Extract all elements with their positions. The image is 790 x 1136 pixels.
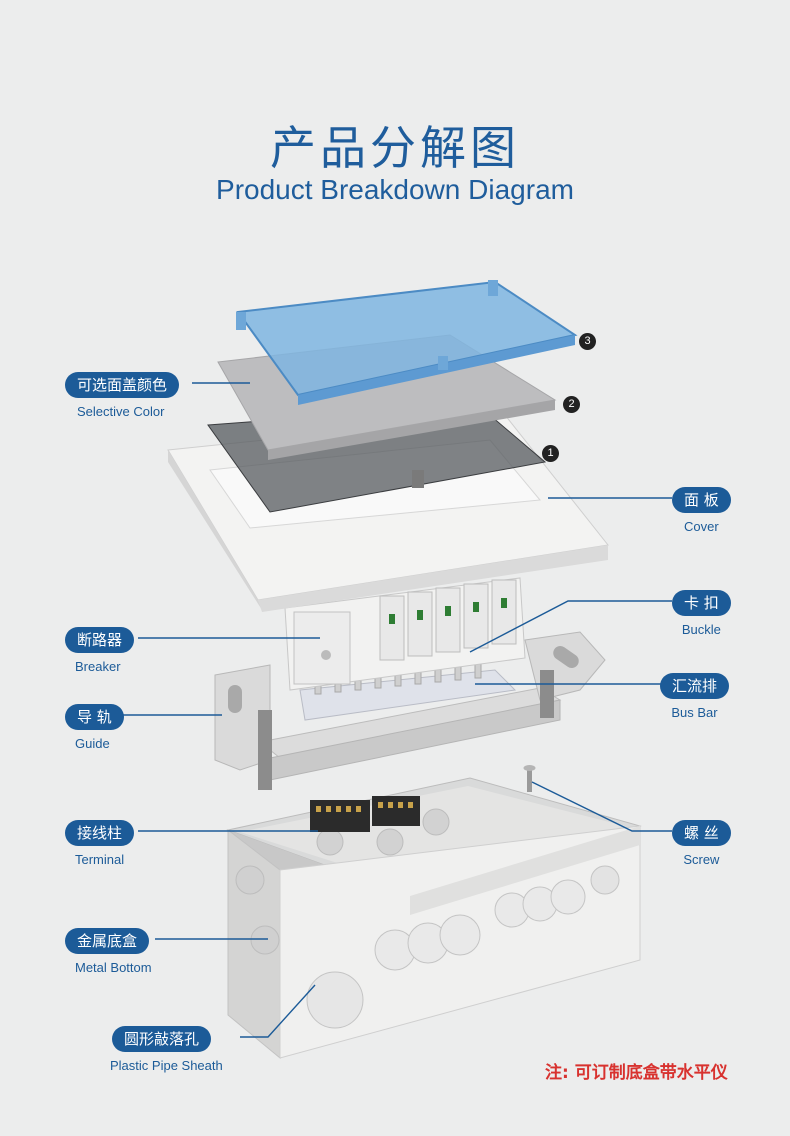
marker-1: 1 [542, 445, 559, 462]
callout-en: Terminal [75, 852, 125, 867]
callout-en: Selective Color [77, 404, 165, 419]
callout-metal-bottom: 金属底盒 Metal Bottom [65, 928, 152, 975]
callout-en: Plastic Pipe Sheath [110, 1058, 223, 1073]
metal-bottom-box [226, 777, 642, 1060]
screw-part [523, 765, 536, 792]
callout-knockout: 圆形敲落孔 Plastic Pipe Sheath [110, 1026, 223, 1073]
callout-screw: 螺 丝 Screw [672, 820, 731, 867]
callout-bus-bar: 汇流排 Bus Bar [660, 673, 730, 720]
page-title-cn: 产品分解图 [270, 121, 520, 175]
callout-en: Buckle [681, 622, 721, 637]
marker-2: 2 [563, 396, 580, 413]
marker-3: 3 [579, 333, 596, 350]
leader-lines [121, 382, 672, 1038]
callout-cn: 断路器 [65, 627, 135, 653]
callout-cn: 螺 丝 [672, 820, 731, 846]
din-rail-guide [214, 631, 606, 790]
callout-buckle: 卡 扣 Buckle [672, 590, 731, 637]
callout-cn: 导 轨 [65, 704, 124, 730]
callout-selective-color: 可选面盖颜色 Selective Color [65, 372, 180, 419]
callout-guide: 导 轨 Guide [65, 704, 124, 751]
callout-breaker: 断路器 Breaker [65, 627, 135, 674]
callout-en: Screw [683, 852, 720, 867]
callout-en: Guide [75, 736, 110, 751]
callout-cn: 圆形敲落孔 [112, 1026, 212, 1052]
callout-cn: 可选面盖颜色 [65, 372, 180, 398]
callout-en: Cover [684, 519, 719, 534]
callout-cover: 面 板 Cover [672, 487, 731, 534]
callout-en: Breaker [75, 659, 121, 674]
page-title-en: Product Breakdown Diagram [216, 174, 574, 205]
callout-cn: 接线柱 [65, 820, 135, 846]
callout-cn: 卡 扣 [672, 590, 731, 616]
callout-terminal: 接线柱 Terminal [65, 820, 135, 867]
callout-cn: 汇流排 [660, 673, 730, 699]
callout-cn: 面 板 [672, 487, 731, 513]
breaker-module [284, 577, 526, 691]
custom-note: 注: 可订制底盒带水平仪 [545, 1063, 728, 1083]
callout-en: Metal Bottom [75, 960, 152, 975]
callout-cn: 金属底盒 [65, 928, 150, 954]
blue-lid [236, 280, 578, 405]
callout-en: Bus Bar [671, 705, 718, 720]
